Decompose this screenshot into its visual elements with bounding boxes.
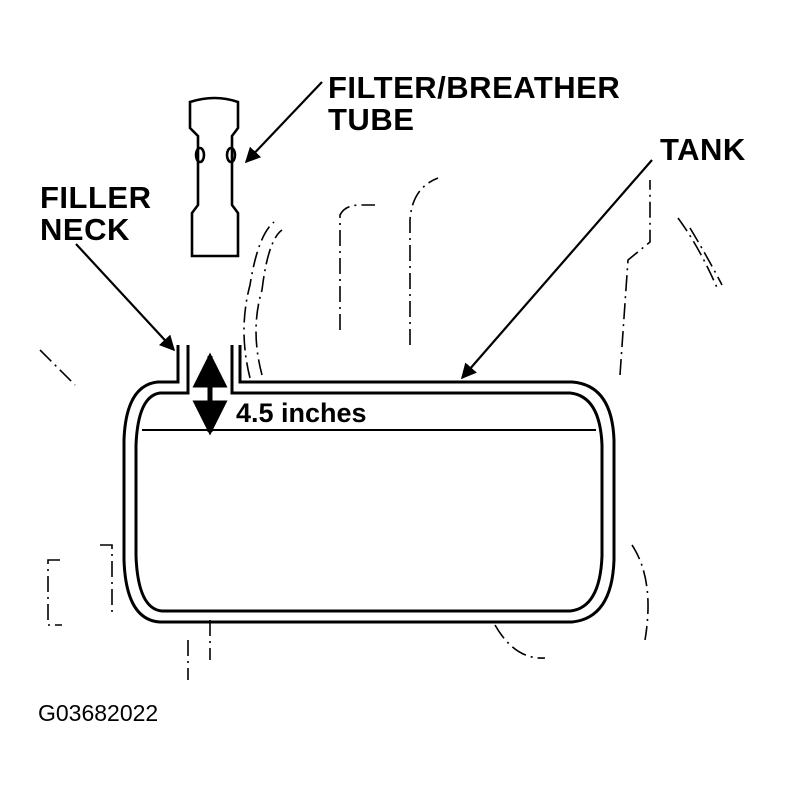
filter-breather-label-line1: FILTER/BREATHER <box>328 70 621 105</box>
tank-inner-shell <box>134 345 604 613</box>
filler-neck-label-line2: NECK <box>40 212 130 247</box>
tank-outer-shell <box>122 345 616 624</box>
ghost-outlines <box>39 177 723 680</box>
filler-neck-label-line1: FILLER <box>40 180 152 215</box>
tank-label: TANK <box>660 132 746 167</box>
filler-neck-leader-line <box>75 243 176 352</box>
filter-breather-label-line2: TUBE <box>328 102 415 137</box>
figure-code: G03682022 <box>38 700 159 726</box>
tank-leader-line <box>460 159 653 380</box>
measurement-label: 4.5 inches <box>236 398 367 428</box>
filter-breather-tube <box>188 96 240 258</box>
filter-leader-line <box>244 81 323 164</box>
